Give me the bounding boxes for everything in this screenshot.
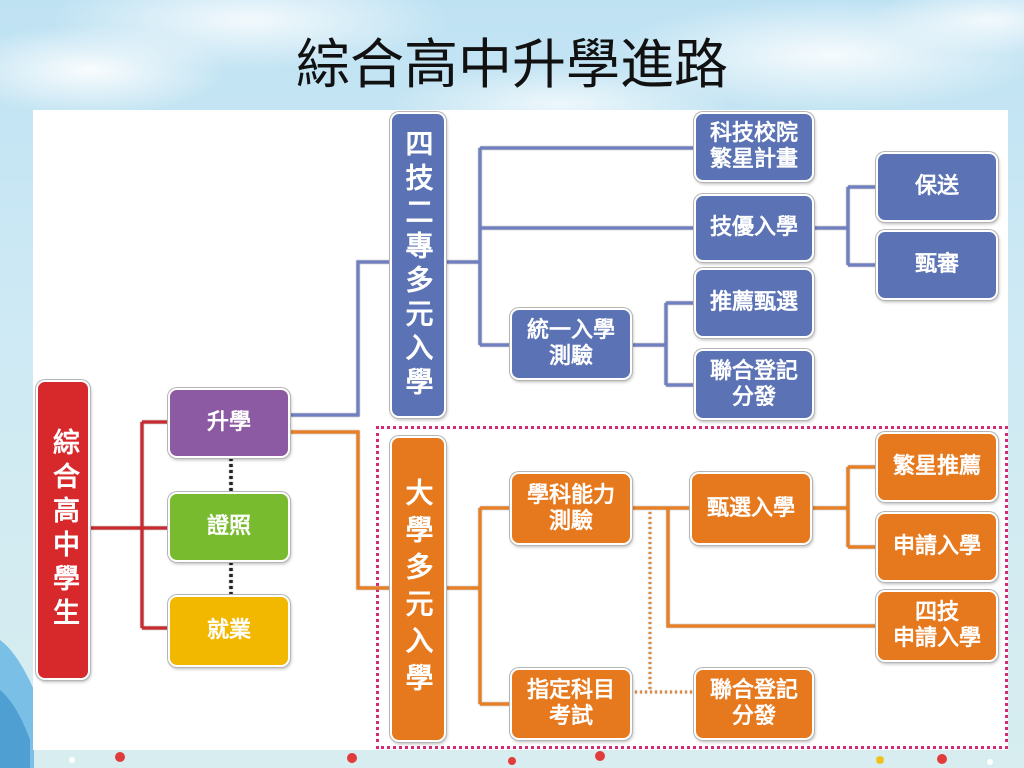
connector-study-to-tech	[288, 260, 392, 417]
decorative-flower	[987, 759, 993, 765]
tech-track-connectors	[288, 146, 878, 417]
node-guaranteed: 保送	[876, 152, 998, 222]
student-connectors	[88, 420, 170, 630]
node-gsat: 學科能力 測驗	[510, 472, 632, 545]
decorative-flower	[115, 752, 125, 762]
decorative-wave	[0, 690, 30, 768]
node-personal-application: 申請入學	[876, 512, 998, 582]
node-license: 證照	[168, 492, 290, 562]
node-unified-exam: 統一入學 測驗	[510, 308, 632, 380]
node-tech-application: 四技 申請入學	[876, 590, 998, 662]
decorative-flower	[508, 757, 516, 765]
node-study: 升學	[168, 388, 290, 458]
decorative-flower	[937, 754, 947, 764]
connector-to-tech-application	[666, 508, 878, 628]
node-tech-joint-distribution: 聯合登記 分發	[694, 349, 814, 420]
connector-study-to-univ	[288, 430, 392, 590]
decorative-flower	[595, 751, 605, 761]
node-tech-track: 四技二專多元入學	[390, 112, 446, 418]
node-ast: 指定科目 考試	[510, 668, 632, 740]
decorative-flower	[69, 757, 75, 763]
node-skill-excellence: 技優入學	[694, 194, 814, 262]
node-star-recommendation: 繁星推薦	[876, 432, 998, 502]
decorative-flower	[876, 756, 884, 764]
node-tech-star-plan: 科技校院 繁星計畫	[694, 112, 814, 182]
node-student: 綜合高中學生	[36, 380, 90, 680]
decorative-flower	[347, 753, 357, 763]
node-univ-joint-distribution: 聯合登記 分發	[694, 668, 814, 740]
node-employment: 就業	[168, 595, 290, 667]
node-univ-track: 大學多元入學	[390, 436, 446, 742]
node-screening: 甄審	[876, 230, 998, 300]
dotted-connector-gsat-to-joint	[648, 512, 696, 694]
node-selection: 甄選入學	[690, 472, 812, 545]
univ-track-connectors	[288, 430, 878, 706]
slide-title: 綜合高中升學進路	[296, 33, 728, 96]
node-recommendation: 推薦甄選	[694, 268, 814, 338]
